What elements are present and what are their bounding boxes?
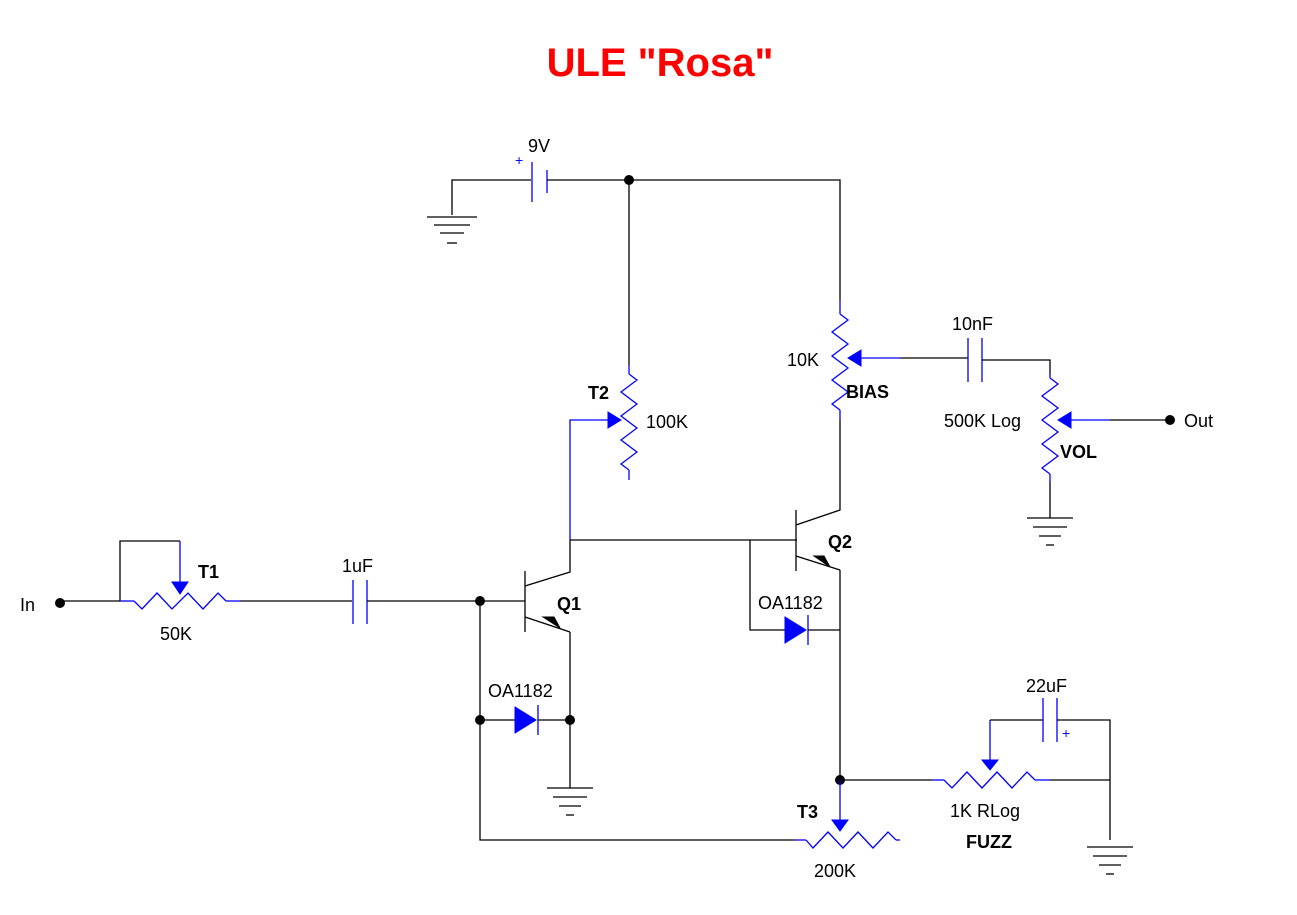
- t2-ref: T2: [588, 383, 609, 403]
- c-fuzz-plus-sign: +: [1062, 725, 1070, 741]
- input-label: In: [20, 595, 35, 615]
- capacitor-22uf: + 22uF: [990, 676, 1111, 840]
- trimmer-t3: T3 200K: [795, 780, 900, 881]
- t3-ref: T3: [797, 802, 818, 822]
- output-label: Out: [1184, 411, 1213, 431]
- output-terminal[interactable]: [1165, 415, 1175, 425]
- wire: [479, 601, 795, 841]
- c-in-value: 1uF: [342, 556, 373, 576]
- ground-symbol-vol: [1027, 517, 1073, 546]
- schematic-title: ULE "Rosa": [547, 41, 774, 85]
- capacitor-10nf: 10nF: [952, 314, 1051, 382]
- t1-ref: T1: [198, 562, 219, 582]
- junction-dot: [565, 715, 575, 725]
- t3-value: 200K: [814, 861, 856, 881]
- battery-plus-sign: +: [515, 152, 523, 168]
- c-fuzz-value: 22uF: [1026, 676, 1067, 696]
- d1-value: OA1182: [488, 681, 553, 701]
- potentiometer-fuzz: 1K RLog FUZZ: [932, 720, 1110, 852]
- q2-ref: Q2: [828, 532, 852, 552]
- ground-symbol-battery: [427, 216, 477, 244]
- battery-9v: + 9V: [451, 136, 630, 215]
- supply-rail: [630, 179, 841, 300]
- ground-symbol-q1: [547, 787, 593, 816]
- fuzz-value: 1K RLog: [950, 801, 1020, 821]
- battery-label: 9V: [528, 136, 550, 156]
- ground-symbol-fuzz: [1087, 846, 1133, 875]
- transistor-q1: Q1: [524, 540, 581, 633]
- fuzz-ref: FUZZ: [966, 832, 1012, 852]
- bias-value: 10K: [787, 350, 819, 370]
- q1-ref: Q1: [557, 594, 581, 614]
- trimmer-t1: T1 50K: [119, 540, 240, 644]
- trimmer-t2: T2 100K: [569, 365, 688, 540]
- transistor-q2: Q2: [795, 508, 852, 571]
- potentiometer-vol: 500K Log VOL: [944, 374, 1168, 518]
- capacitor-1uf: 1uF: [342, 556, 373, 624]
- c-out-value: 10nF: [952, 314, 993, 334]
- diode-d2: OA1182: [749, 540, 840, 645]
- vol-value: 500K Log: [944, 411, 1021, 431]
- vol-ref: VOL: [1060, 442, 1097, 462]
- t1-value: 50K: [160, 624, 192, 644]
- potentiometer-bias: 10K BIAS: [787, 300, 968, 508]
- input-terminal[interactable]: [55, 598, 65, 608]
- t2-value: 100K: [646, 412, 688, 432]
- d2-value: OA1182: [758, 593, 823, 613]
- diode-d1: OA1182: [480, 681, 570, 735]
- bias-ref: BIAS: [846, 382, 889, 402]
